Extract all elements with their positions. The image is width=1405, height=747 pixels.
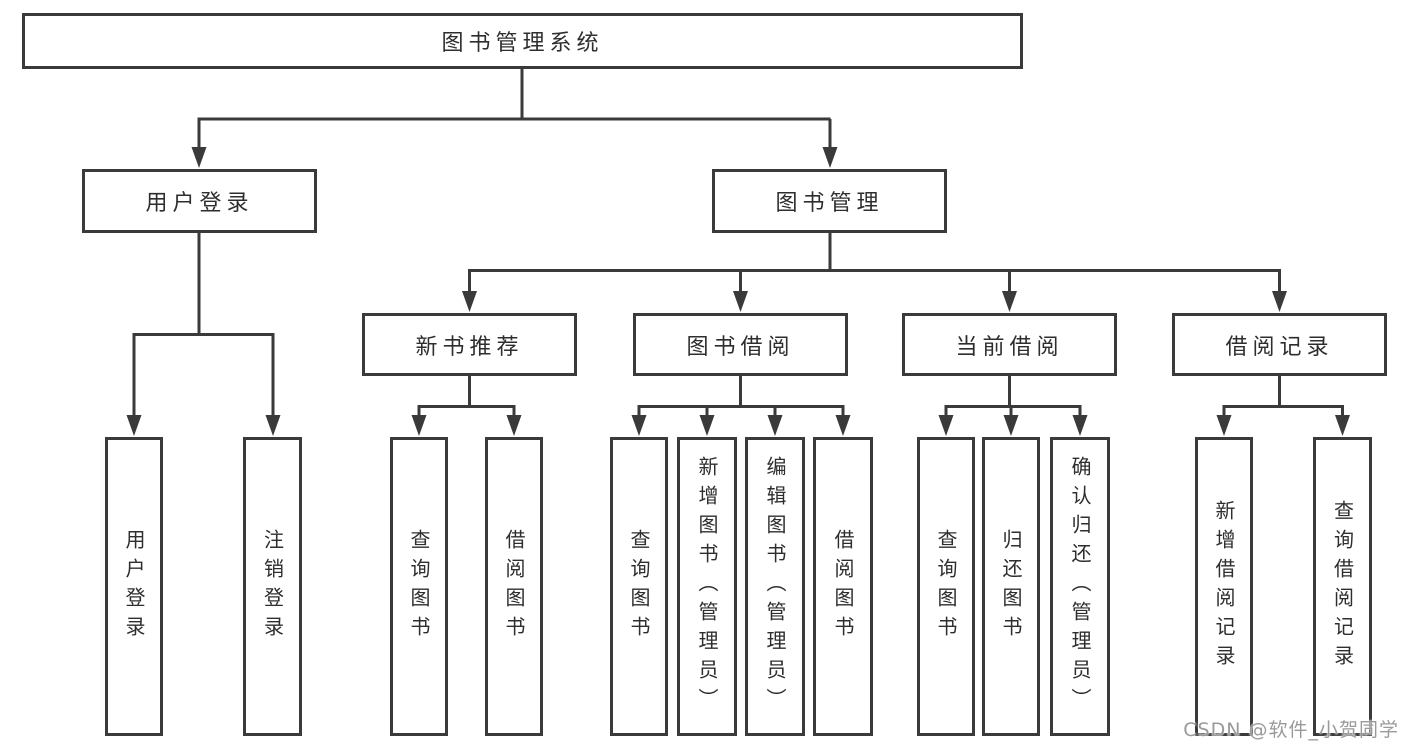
leaf-logout-label: 注销登录 [260,528,285,645]
node-book-management: 图书管理 [712,169,947,233]
connector-book-mgmt-children [468,233,1281,306]
leaf-return-books: 归还图书 [982,437,1040,736]
leaf-edit-books-admin-label: 编辑图书（管理员） [763,456,787,717]
csdn-watermark: CSDN @软件_小贺同学 [1183,719,1399,741]
node-new-book-recommendation: 新书推荐 [362,313,577,376]
leaf-borrowing-borrow-books-label: 借阅图书 [831,528,855,645]
leaf-query-borrow-record: 查询借阅记录 [1313,437,1372,736]
connector-root-to-level2 [197,69,832,162]
node-current-borrowing: 当前借阅 [902,313,1117,376]
leaf-confirm-return-admin-label: 确认归还（管理员） [1068,456,1092,717]
leaf-add-borrow-record-label: 新增借阅记录 [1212,499,1236,674]
leaf-borrowing-query-books: 查询图书 [610,437,668,736]
leaf-current-query-books-label: 查询图书 [934,528,958,645]
node-book-borrowing: 图书借阅 [633,313,848,376]
leaf-current-query-books: 查询图书 [917,437,975,736]
leaf-user-login: 用户登录 [105,437,163,736]
node-borrowing-records: 借阅记录 [1172,313,1387,376]
connector-new-books-children [417,376,516,430]
connector-current-borrow-children [944,376,1082,430]
node-user-login: 用户登录 [82,169,317,233]
leaf-edit-books-admin: 编辑图书（管理员） [745,437,805,736]
leaf-user-login-label: 用户登录 [122,528,146,645]
node-library-management-system: 图书管理系统 [22,13,1023,69]
leaf-newbooks-borrow-books-label: 借阅图书 [502,528,526,645]
connector-user-login-children [132,233,275,430]
leaf-query-borrow-record-label: 查询借阅记录 [1330,499,1355,674]
leaf-add-books-admin-label: 新增图书（管理员） [695,456,719,717]
leaf-add-borrow-record: 新增借阅记录 [1195,437,1253,736]
connector-book-borrow-children [637,376,845,430]
leaf-newbooks-query-books-label: 查询图书 [407,528,431,645]
leaf-confirm-return-admin: 确认归还（管理员） [1050,437,1110,736]
leaf-newbooks-query-books: 查询图书 [390,437,448,736]
leaf-add-books-admin: 新增图书（管理员） [677,437,737,736]
connector-borrow-records-children [1222,376,1344,430]
leaf-newbooks-borrow-books: 借阅图书 [485,437,543,736]
leaf-return-books-label: 归还图书 [999,528,1023,645]
leaf-borrowing-borrow-books: 借阅图书 [813,437,873,736]
leaf-borrowing-query-books-label: 查询图书 [627,528,651,645]
leaf-logout: 注销登录 [243,437,302,736]
